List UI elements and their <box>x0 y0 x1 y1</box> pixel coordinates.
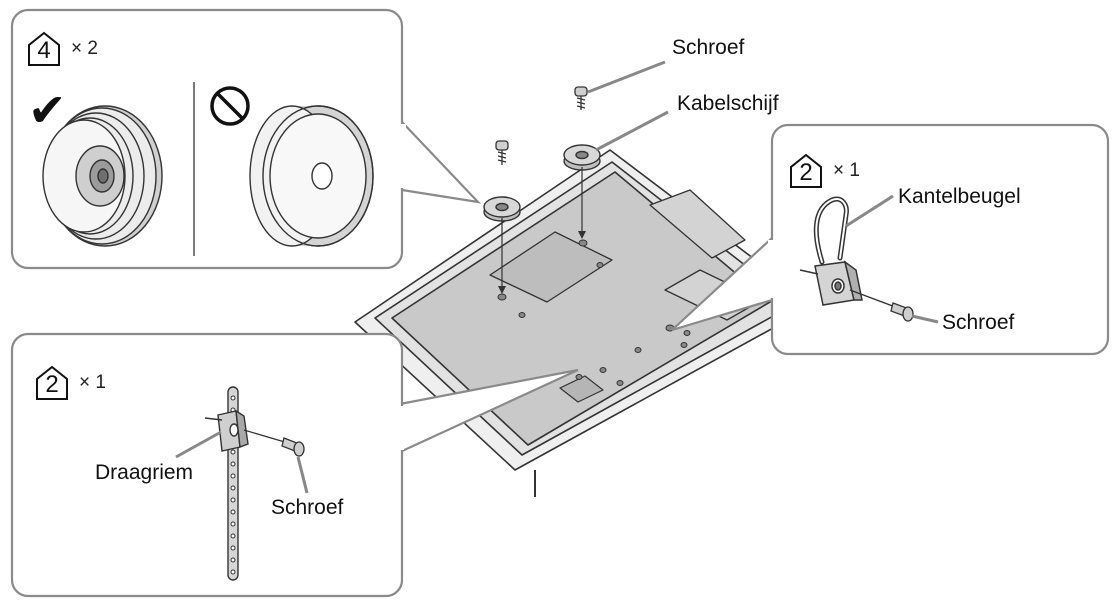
arrow-head-right <box>578 231 586 239</box>
cable-disc-right <box>563 144 601 171</box>
part-number-house-icon <box>790 153 822 188</box>
leader-tilt-bracket <box>845 194 894 228</box>
tilt-bracket-part <box>799 196 863 306</box>
screw-right <box>574 86 588 110</box>
tv-screw-holes <box>497 239 691 386</box>
prohibited-icon <box>210 86 250 126</box>
part-number-house-icon <box>28 31 60 66</box>
part-number: 2 <box>45 371 59 398</box>
label-bottom-screw: Schroef <box>271 496 344 519</box>
part-number: 4 <box>37 37 51 64</box>
label-cable-disc: Kabelschijf <box>677 92 779 115</box>
leader-bottom-screw <box>296 456 309 494</box>
callout-right <box>671 123 1110 356</box>
part-badge-2-left: 2 × 1 <box>35 365 106 401</box>
label-top-screw: Schroef <box>672 36 745 59</box>
leader-right-screw <box>911 314 939 324</box>
arrow-head-left <box>498 286 506 294</box>
strap-screw <box>243 429 305 457</box>
part-badge-4: 4 × 2 <box>27 31 98 67</box>
smooth-disc-incorrect <box>249 105 374 247</box>
check-mark-icon: ✔ <box>28 83 67 137</box>
carry-strap-part <box>204 386 249 581</box>
callout-top-left <box>10 8 482 270</box>
screw-left <box>495 140 509 165</box>
cable-disc-left <box>483 196 521 222</box>
tv-back-panel <box>354 149 816 497</box>
callout-bottom-left <box>10 332 579 598</box>
grooved-disc-correct <box>42 105 163 247</box>
part-quantity: × 1 <box>833 160 860 181</box>
label-strap: Draagriem <box>95 461 194 484</box>
leader-strap <box>175 430 222 459</box>
part-quantity: × 1 <box>79 372 106 393</box>
part-quantity: × 2 <box>71 38 98 59</box>
leader-top-screw <box>587 60 666 94</box>
leader-cable-disc <box>595 110 669 152</box>
label-right-screw: Schroef <box>942 311 1015 334</box>
part-number-house-icon <box>36 365 68 400</box>
part-number: 2 <box>799 159 813 186</box>
bracket-screw <box>849 289 914 322</box>
part-badge-2-right: 2 × 1 <box>789 153 860 189</box>
label-tilt-bracket: Kantelbeugel <box>898 185 1021 208</box>
